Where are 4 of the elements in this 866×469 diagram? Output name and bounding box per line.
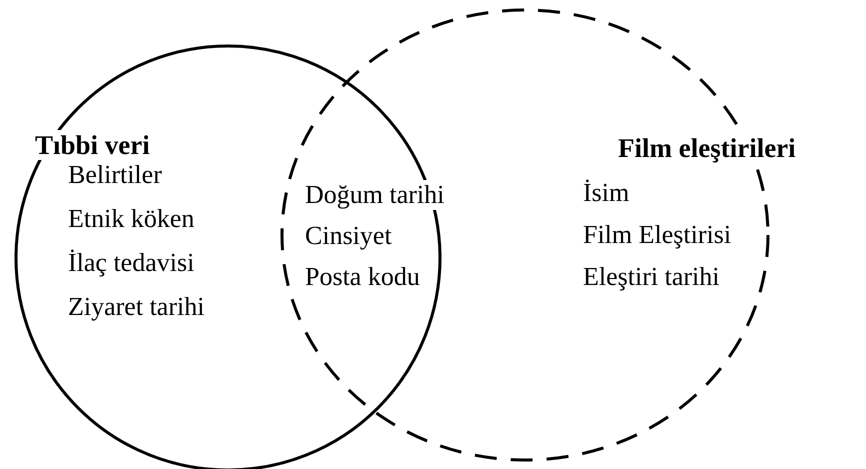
set-title: Tıbbi veri: [35, 130, 150, 160]
set-item: İlaç tedavisi: [68, 248, 194, 278]
set-title: Film eleştirileri: [618, 133, 796, 163]
shared-item: Doğum tarihi: [305, 180, 444, 210]
